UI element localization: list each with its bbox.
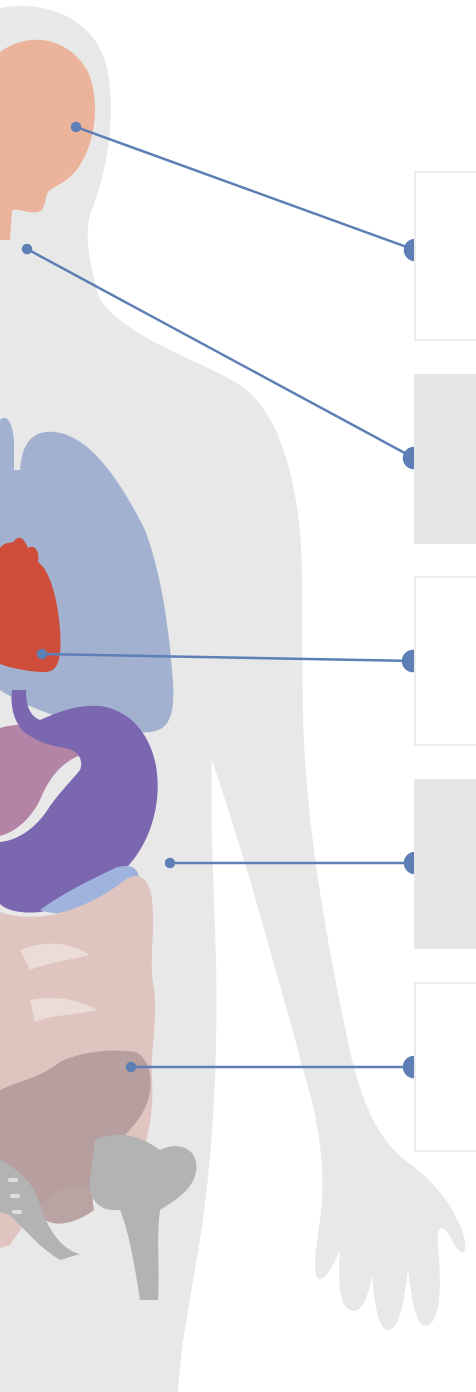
leader-line-brain (76, 127, 415, 250)
anchor-dot-brain (72, 123, 80, 131)
label-box-pelvis (414, 982, 476, 1152)
label-box-brain (414, 171, 476, 341)
label-box-throat (414, 374, 476, 544)
label-box-heart (414, 576, 476, 746)
anchor-dot-heart (38, 650, 46, 658)
label-box-stomach (414, 779, 476, 949)
anchor-dot-throat (23, 245, 31, 253)
anchor-dot-stomach (166, 859, 174, 867)
anchor-dot-pelvis (127, 1063, 135, 1071)
